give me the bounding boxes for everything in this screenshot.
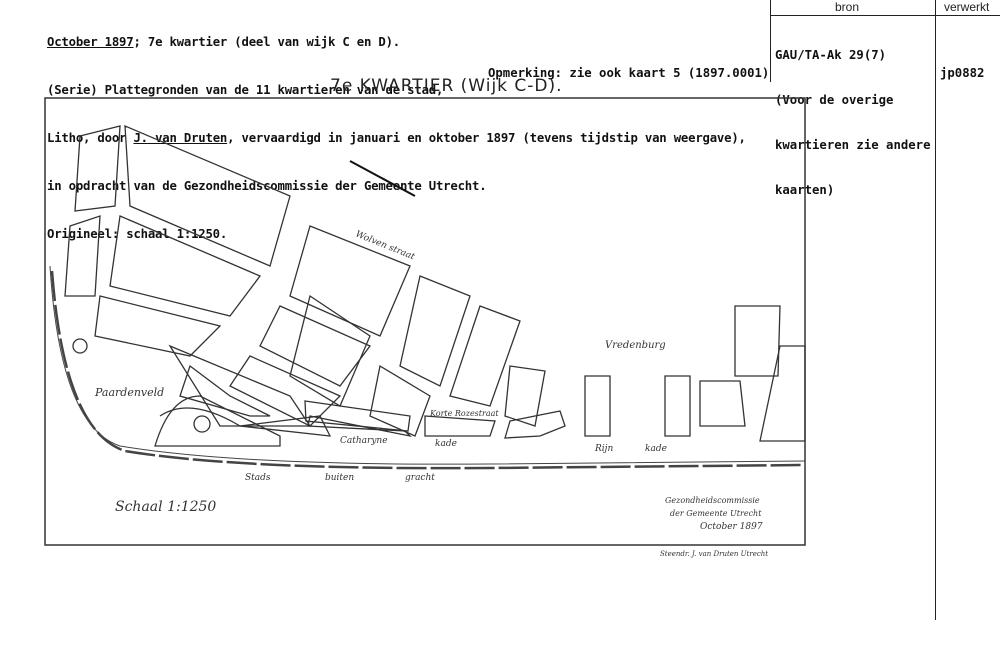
city-map: Paardenveld Catharyne kade Stads buiten … (44, 97, 806, 558)
column-header-bron: bron (835, 0, 860, 14)
table-divider (770, 15, 1000, 16)
label-rijn: Rijn (594, 444, 613, 454)
bron-line: GAU/TA-Ak 29(7) (775, 48, 887, 62)
label-rijn-kade: kade (645, 444, 667, 454)
header-line-1: ; 7e kwartier (deel van wijk C en D). (133, 35, 400, 49)
label-buiten: buiten (325, 473, 354, 483)
signature-line-1: Gezondheidscommissie (665, 496, 760, 505)
bron-line: kwartieren zie andere (775, 138, 931, 152)
column-header-verwerkt: verwerkt (944, 0, 990, 14)
table-divider (770, 0, 771, 82)
verwerkt-cell: jp0882 (940, 66, 985, 80)
header-line-5: Origineel: schaal 1:1250. (47, 227, 228, 241)
document-header: October 1897; 7e kwartier (deel van wijk… (47, 2, 746, 258)
label-catharyne: Catharyne (340, 436, 388, 446)
label-kade: kade (435, 439, 457, 449)
signature-line-2: der Gemeente Utrecht (670, 509, 762, 518)
map-blocks (64, 124, 806, 447)
canal (49, 265, 806, 470)
label-vredenburg: Vredenburg (605, 340, 666, 351)
remark: Opmerking: zie ook kaart 5 (1897.0001) (488, 66, 770, 80)
header-line-4: in opdracht van de Gezondheidscommissie … (47, 179, 487, 193)
printer-credit: Steendr. J. van Druten Utrecht (660, 550, 768, 558)
label-korte-rozestraat: Korte Rozestraat (429, 409, 499, 418)
bron-line: (Voor de overige (775, 93, 894, 107)
date: October 1897 (47, 35, 134, 49)
table-divider (935, 0, 936, 620)
label-gracht: gracht (405, 473, 435, 483)
bron-cell: GAU/TA-Ak 29(7) (Voor de overige kwartie… (775, 18, 930, 213)
north-arrow (349, 160, 416, 197)
header-line-2: (Serie) Plattegronden van de 11 kwartier… (47, 83, 444, 97)
signature-date: October 1897 (700, 522, 763, 532)
header-line-3-rest: , vervaardigd in januari en oktober 1897… (227, 131, 746, 145)
label-wolvenstraat: Wolven straat (354, 230, 416, 263)
map-frame (44, 97, 806, 546)
map-title: 7e KWARTIER (Wijk C-D). (330, 76, 563, 96)
label-paardenveld: Paardenveld (94, 386, 164, 399)
label-scale: Schaal 1:1250 (115, 499, 216, 515)
label-stads: Stads (245, 473, 271, 483)
